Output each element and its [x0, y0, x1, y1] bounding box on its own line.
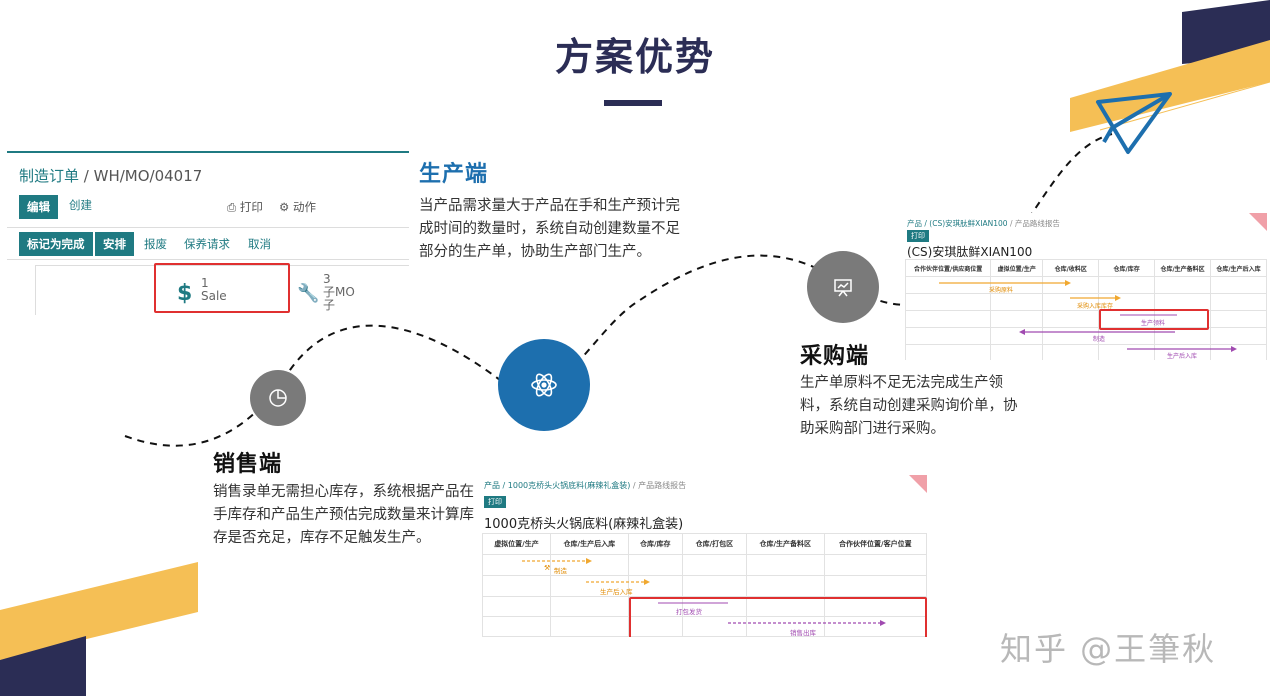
sales-route-report: 产品 / 1000克桥头火锅底料(麻辣礼盒装) / 产品路线报告 打印 1000…	[482, 475, 927, 637]
dollar-icon: $	[177, 281, 193, 306]
purchase-heading: 采购端	[800, 344, 870, 369]
atom-icon	[531, 373, 557, 397]
report-print-button[interactable]: 打印	[484, 496, 506, 508]
flow-label: 打包发货	[676, 608, 702, 616]
flow-label: 采购入库库存	[1077, 303, 1114, 310]
breadcrumb-root[interactable]: 制造订单	[19, 167, 80, 185]
flow-label: 生产后入库	[1167, 353, 1198, 360]
pie-chart-icon	[269, 389, 287, 407]
flow-label: 采购原料	[989, 287, 1014, 294]
report-breadcrumb: 产品 / (CS)安琪肽鲜XIAN100 / 产品路线报告	[907, 219, 1060, 228]
breadcrumb-ref: WH/MO/04017	[93, 167, 203, 185]
printer-icon: ⎙	[227, 200, 240, 214]
edit-button[interactable]: 编辑	[19, 195, 58, 219]
mark-done-button[interactable]: 标记为完成	[19, 232, 93, 256]
create-button[interactable]: 创建	[69, 198, 92, 212]
flow-label: 销售出库	[790, 629, 816, 637]
print-button[interactable]: ⎙ 打印	[227, 200, 263, 214]
hammer-icon: ⚒	[544, 564, 551, 572]
title-underline	[604, 100, 662, 106]
flow-label: 生产领料	[1141, 320, 1166, 327]
wrench-icon: 🔧	[297, 283, 320, 304]
gold-thin-line	[1099, 81, 1270, 131]
manufacturing-order-screenshot: 制造订单 / WH/MO/04017 编辑 创建 ⎙ 打印 ⚙ 动作 标记为完成…	[7, 151, 409, 315]
mo-form-sheet	[35, 265, 409, 315]
flow-label: 生产后入库	[600, 588, 633, 596]
purchase-node	[807, 251, 879, 323]
cancel-button[interactable]: 取消	[248, 237, 271, 251]
action-button[interactable]: ⚙ 动作	[279, 200, 316, 214]
flow-label: 制造	[554, 567, 567, 575]
route-table: 虚拟位置/生产 仓库/生产后入库 仓库/库存 仓库/打包区 仓库/生产备料区 合…	[482, 533, 927, 637]
flow-label: 制造	[1093, 336, 1106, 343]
sales-node	[250, 370, 306, 426]
schedule-button[interactable]: 安排	[95, 232, 134, 256]
page-title: 方案优势	[554, 35, 715, 79]
route-arrows	[939, 280, 1237, 352]
gold-stripe-top-right	[1070, 40, 1270, 132]
purchase-route-report: 产品 / (CS)安琪肽鲜XIAN100 / 产品路线报告 打印 (CS)安琪肽…	[905, 213, 1267, 360]
watermark: 知乎 @王筆秋	[1000, 630, 1217, 668]
production-body: 当产品需求量大于产品在手和生产预计完成时间的数量时，系统自动创建数量不足部分的生…	[419, 198, 680, 260]
gold-stripe-bottom-left	[0, 562, 198, 660]
sales-heading: 销售端	[213, 452, 283, 477]
route-arrows	[522, 558, 886, 626]
navy-stripe-bottom-left	[0, 636, 86, 696]
highlight-box-purchase	[1099, 309, 1209, 330]
highlight-box-sales	[629, 597, 927, 637]
report-print-button[interactable]: 打印	[907, 230, 929, 242]
sales-body: 销售录单无需担心库存，系统根据产品在手库存和产品生产预估完成数量来计算库存是否充…	[213, 484, 474, 546]
mo-breadcrumb: 制造订单 / WH/MO/04017	[19, 167, 203, 185]
highlight-box-sale	[154, 263, 290, 313]
gear-icon: ⚙	[279, 200, 293, 214]
purchase-body: 生产单原料不足无法完成生产领料，系统自动创建采购询价单，协助采购部门进行采购。	[800, 375, 1018, 437]
report-breadcrumb: 产品 / 1000克桥头火锅底料(麻辣礼盒装) / 产品路线报告	[484, 481, 687, 490]
scrap-button[interactable]: 报废	[144, 237, 167, 251]
presentation-icon	[834, 279, 852, 297]
paper-plane-icon	[1096, 92, 1172, 154]
production-heading: 生产端	[419, 162, 489, 187]
production-node	[498, 339, 590, 431]
maintenance-request-button[interactable]: 保养请求	[184, 237, 230, 251]
report-title: (CS)安琪肽鲜XIAN100	[907, 245, 1033, 259]
report-title: 1000克桥头火锅底料(麻辣礼盒装)	[484, 517, 684, 532]
